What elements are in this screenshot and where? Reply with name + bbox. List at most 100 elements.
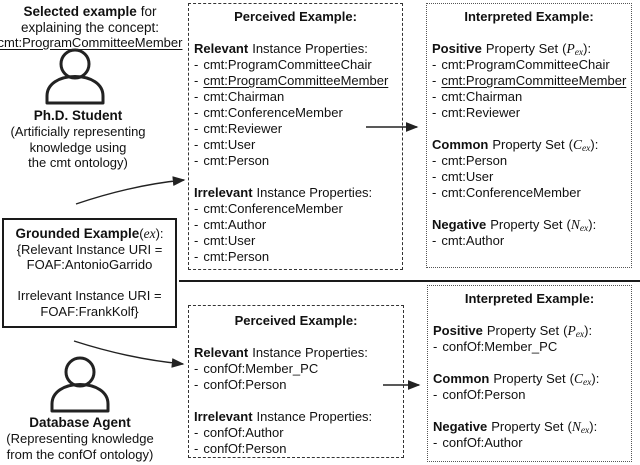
dash: - <box>194 57 199 72</box>
phd-name: Ph.D. Student <box>33 108 123 123</box>
dash: - <box>194 121 199 136</box>
property-item: -confOf:Author <box>194 425 284 440</box>
property-item: -cmt:User <box>194 233 256 248</box>
property-item: -cmt:Chairman <box>194 89 285 104</box>
grounded-blank <box>4 273 175 289</box>
grounded-line-1: {Relevant Instance URI = <box>16 241 163 257</box>
dash: - <box>194 249 199 264</box>
dash: - <box>194 89 199 104</box>
property-item: -confOf:Person <box>194 377 287 392</box>
property-item: -cmt:ProgramCommitteeMember <box>432 73 627 88</box>
property-item: -cmt:ConferenceMember <box>194 105 343 120</box>
dash: - <box>194 201 199 216</box>
dash: - <box>432 73 437 88</box>
property-item: -cmt:Person <box>432 153 508 168</box>
database-agent-label: Database Agent (Representing knowledge f… <box>0 414 160 462</box>
box-header: Perceived Example: <box>234 9 357 24</box>
blank-line <box>428 403 631 419</box>
blank-line <box>189 329 403 345</box>
dash: - <box>194 105 199 120</box>
title-concept: cmt:ProgramCommitteeMember <box>0 35 183 50</box>
property-item: -cmt:Reviewer <box>194 121 283 136</box>
blank-line <box>427 201 631 217</box>
property-item: -cmt:Reviewer <box>432 105 521 120</box>
phd-desc-3: the cmt ontology) <box>28 155 128 170</box>
property-item: -cmt:ProgramCommitteeMember <box>194 73 389 88</box>
property-item: -cmt:ProgramCommitteeChair <box>432 57 610 72</box>
dash: - <box>194 73 199 88</box>
dash: - <box>432 89 437 104</box>
dash: - <box>432 57 437 72</box>
property-item: -cmt:Author <box>432 233 505 248</box>
property-item: -cmt:ProgramCommitteeChair <box>194 57 372 72</box>
property-item: -cmt:ConferenceMember <box>194 201 343 216</box>
blank-line <box>189 393 403 409</box>
dash: - <box>432 169 437 184</box>
dash: - <box>433 339 438 354</box>
phd-student-label: Ph.D. Student (Artificially representing… <box>0 107 156 171</box>
db-desc-1: (Representing knowledge <box>6 431 154 446</box>
property-item: -confOf:Author <box>433 435 523 450</box>
property-item: -cmt:Person <box>194 153 270 168</box>
dash: - <box>194 425 199 440</box>
property-item: -cmt:Person <box>194 249 270 264</box>
dash: - <box>194 217 199 232</box>
dash: - <box>432 233 437 248</box>
blank-line <box>189 25 402 41</box>
dash: - <box>194 137 199 152</box>
dash: - <box>432 185 437 200</box>
property-item: -confOf:Member_PC <box>433 339 558 354</box>
phd-desc-2: knowledge using <box>29 139 127 155</box>
blank-line <box>427 121 631 137</box>
dash: - <box>194 361 199 376</box>
property-item: -confOf:Person <box>433 387 526 402</box>
db-desc-2: from the confOf ontology) <box>6 446 154 462</box>
db-name: Database Agent <box>29 415 131 430</box>
grounded-example-box: Grounded Example(ex): {Relevant Instance… <box>2 218 177 328</box>
arrow-phd-to-perceived <box>75 176 186 205</box>
dash: - <box>194 153 199 168</box>
dash: - <box>194 377 199 392</box>
property-item: -confOf:Person <box>194 441 287 456</box>
blank-line <box>427 25 631 41</box>
box-header: Perceived Example: <box>234 313 358 328</box>
blank-line <box>428 307 631 323</box>
blank-line <box>189 169 402 185</box>
property-item: -cmt:Chairman <box>432 89 523 104</box>
property-item: -confOf:Member_PC <box>194 361 319 376</box>
title-line-2: explaining the concept: <box>20 19 160 35</box>
dash: - <box>194 233 199 248</box>
row-separator-line <box>179 280 640 282</box>
property-item: -cmt:ConferenceMember <box>432 185 581 200</box>
box-header: Interpreted Example: <box>464 291 595 306</box>
grounded-line-2: FOAF:AntonioGarrido <box>26 257 153 272</box>
grounded-line-3: Irrelevant Instance URI = <box>17 288 162 303</box>
dash: - <box>432 105 437 120</box>
blank-line <box>428 355 631 371</box>
property-item: -cmt:User <box>194 137 256 152</box>
property-item: -cmt:User <box>432 169 494 184</box>
phd-desc-1: (Artificially representing <box>10 124 146 139</box>
box-header: Interpreted Example: <box>464 9 594 24</box>
dash: - <box>433 435 438 450</box>
database-agent-icon <box>50 356 110 413</box>
dash: - <box>194 441 199 456</box>
dash: - <box>432 153 437 168</box>
grounded-title: Grounded Example(ex): <box>15 226 164 241</box>
